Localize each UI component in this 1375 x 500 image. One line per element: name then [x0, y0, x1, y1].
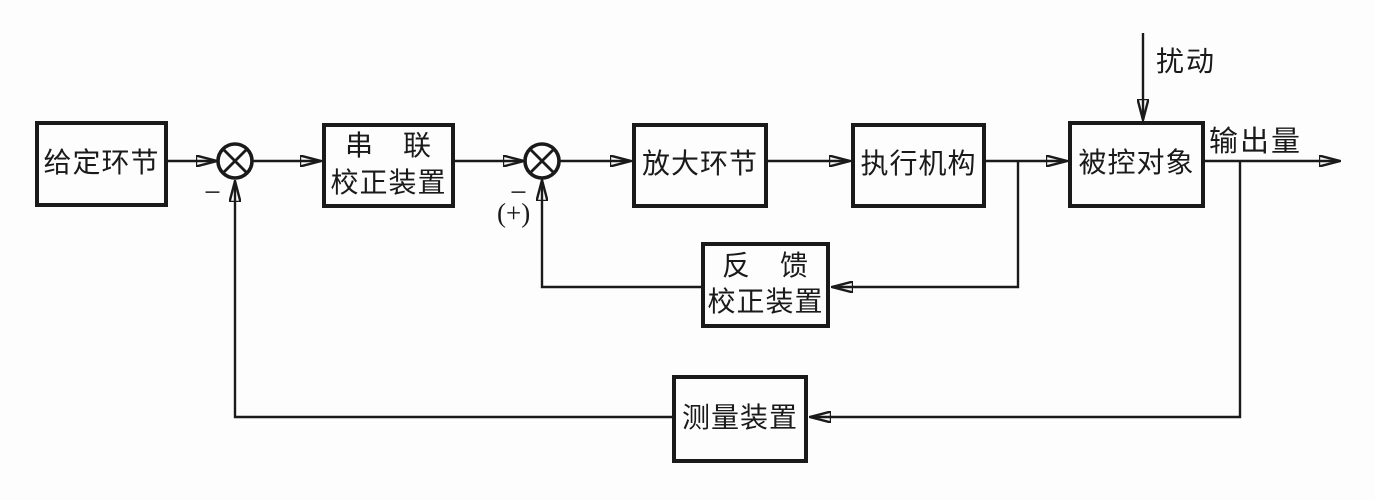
block-label-line1: 反 馈	[721, 250, 809, 282]
block-label: 测量装置	[681, 402, 798, 434]
block-label: 被控对象	[1078, 148, 1195, 180]
wire-output-to-measurement	[810, 161, 1242, 417]
wire-measurement-to-sum1	[235, 181, 672, 419]
cross-icon	[222, 148, 248, 174]
wire-branch-to-feedback-comp	[832, 161, 1020, 287]
sum2-minus-sign: −	[510, 176, 527, 209]
block-controlled-object: 被控对象	[1068, 121, 1205, 208]
block-measurement-device: 测量装置	[672, 375, 808, 463]
block-label-line2: 校正装置	[707, 287, 824, 318]
block-given-element: 给定环节	[35, 121, 168, 207]
block-label-line2: 校正装置	[330, 167, 447, 199]
wire-feedback-comp-to-sum2	[542, 180, 701, 289]
disturbance-label: 扰动	[1156, 47, 1217, 78]
block-label: 执行机构	[860, 149, 977, 181]
block-actuator: 执行机构	[851, 123, 986, 208]
block-amplifier: 放大环节	[632, 123, 768, 208]
block-feedback-compensator: 反 馈 校正装置	[701, 242, 830, 328]
sum2-plus-sign: (+)	[497, 198, 531, 228]
summing-junction-2	[523, 142, 561, 180]
block-label: 给定环节	[43, 147, 160, 179]
summing-junction-1	[216, 142, 254, 180]
output-label: 输出量	[1209, 126, 1303, 158]
sum1-minus-sign: −	[204, 176, 221, 209]
block-label-line1: 串 联	[344, 131, 432, 163]
block-series-compensator: 串 联 校正装置	[322, 123, 455, 208]
block-label: 放大环节	[641, 149, 758, 181]
cross-icon	[529, 148, 555, 174]
